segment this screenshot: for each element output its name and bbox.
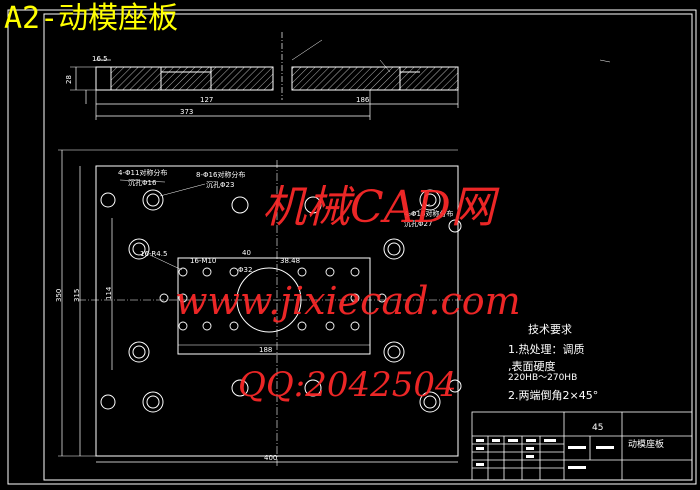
section-view xyxy=(70,32,611,120)
dim-outer-height: 350 xyxy=(55,288,63,302)
dim-127: 127 xyxy=(200,96,214,104)
hole-note-3: 4-Φ16对称分布 xyxy=(404,210,454,218)
plan-view xyxy=(58,149,478,466)
dim-center-width: 188 xyxy=(259,346,273,354)
hole-note-4: Φ32 xyxy=(238,266,253,274)
title-block-part-name: 动模座板 xyxy=(628,440,665,450)
dim-373: 373 xyxy=(180,108,194,116)
watermark-qq: QQ:2042504 xyxy=(238,365,457,405)
tech-req-item-3: 220HB～270HB xyxy=(508,373,578,383)
hole-note-1: 4-Φ11对称分布 xyxy=(118,169,168,177)
drawing-frame xyxy=(43,13,693,481)
watermark-url: www.jixiecad.com xyxy=(175,279,521,323)
dim-left-height: 28 xyxy=(65,75,73,84)
dim-top-left: 16.5 xyxy=(92,55,108,63)
dim-center-38: 38.48 xyxy=(280,257,301,265)
title-block xyxy=(471,411,693,481)
tech-req-item-2: ,表面硬度 xyxy=(508,360,556,373)
watermark-site-name: 机械CAD网 xyxy=(262,182,495,233)
hole-note-2b: 沉孔Φ23 xyxy=(206,181,235,189)
title-block-material: 45 xyxy=(592,423,604,433)
hole-note-2: 8-Φ16对称分布 xyxy=(196,171,246,179)
hole-note-3b: 沉孔Φ27 xyxy=(404,220,433,228)
tech-req-item-4: 2.两端倒角2×45° xyxy=(508,389,599,402)
sheet-border xyxy=(7,9,697,485)
dim-bottom-width: 400 xyxy=(264,454,278,462)
dim-inner-height: 315 xyxy=(73,288,81,302)
hole-note-1b: 沉孔Φ16 xyxy=(128,179,157,187)
dim-center-40: 40 xyxy=(242,249,251,257)
dim-left-10: 16-M10 xyxy=(190,257,217,265)
title-block-cells xyxy=(476,439,614,469)
dim-186: 186 xyxy=(356,96,370,104)
tech-req-item-1: 1.热处理：调质 xyxy=(508,343,585,356)
dim-mid-height: 114 xyxy=(105,286,113,300)
dim-left-r: 16-R4.5 xyxy=(140,250,168,258)
tech-req-title: 技术要求 xyxy=(528,323,572,336)
drawing-title: A2-动模座板 xyxy=(4,1,179,36)
